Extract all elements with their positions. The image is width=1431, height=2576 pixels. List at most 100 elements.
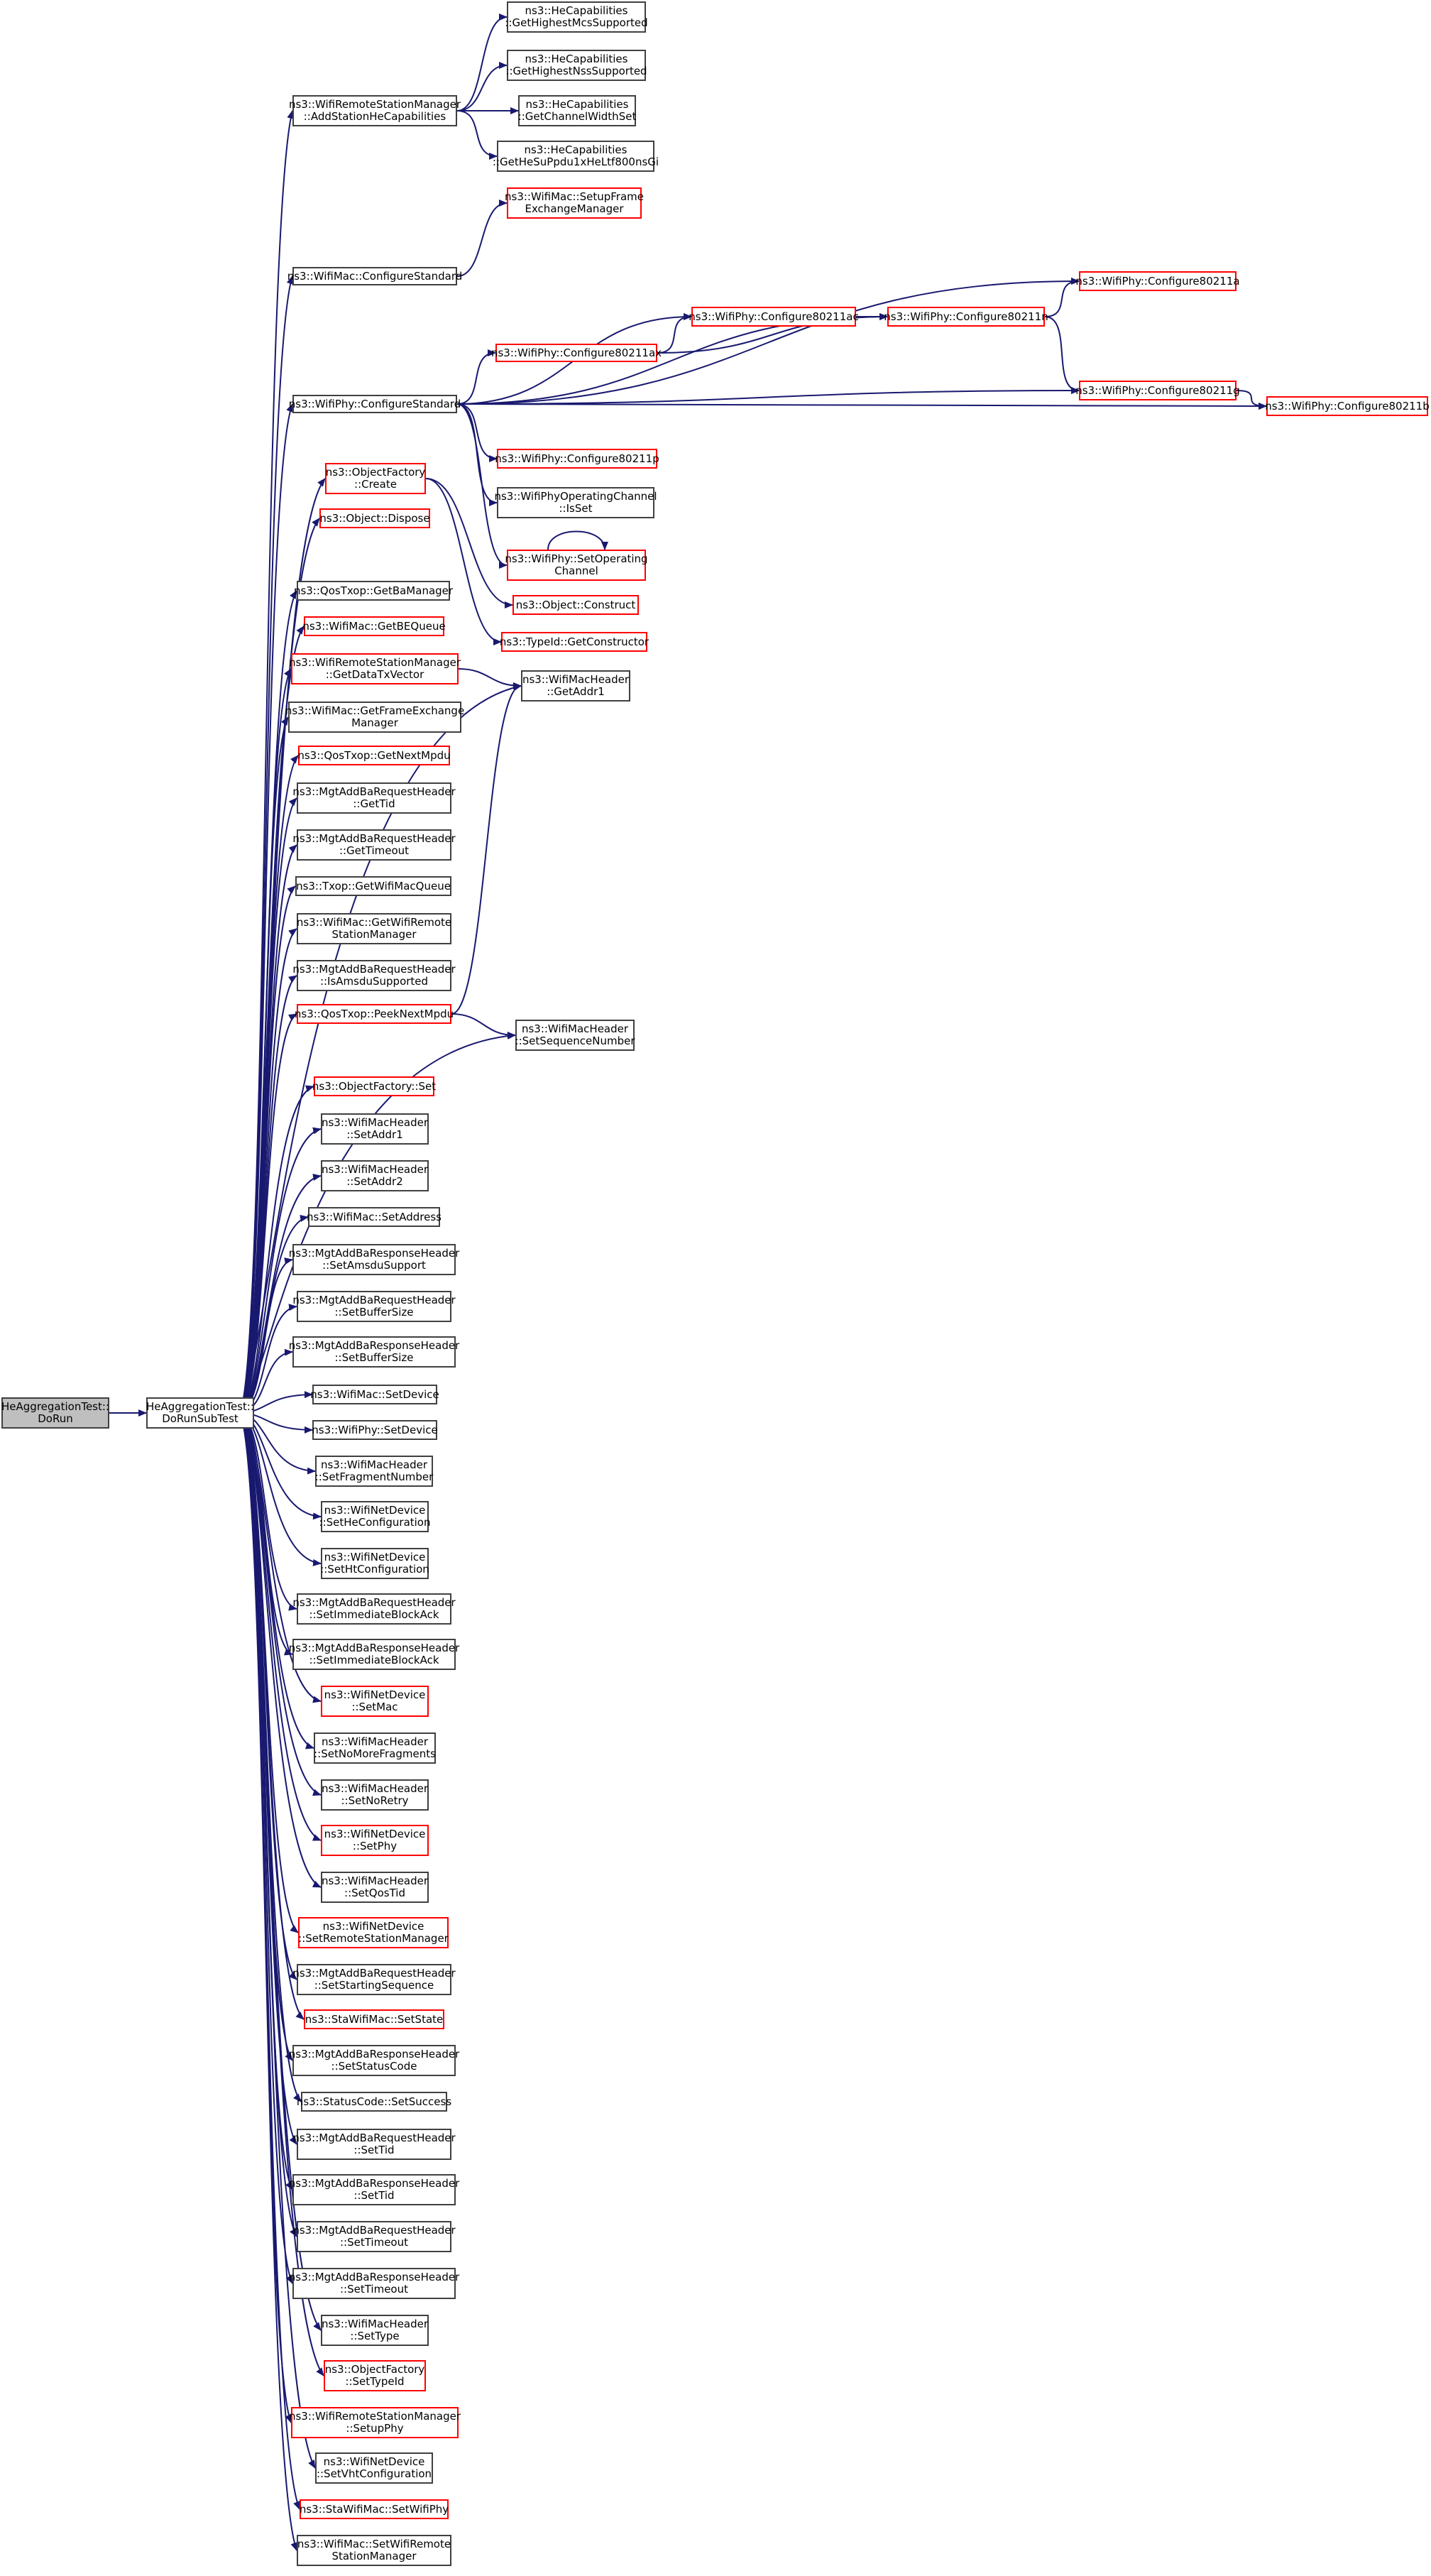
node-c11a[interactable]: ns3::WifiPhy::Configure80211a — [1075, 271, 1240, 291]
node-c11g[interactable]: ns3::WifiPhy::Configure80211g — [1075, 381, 1240, 400]
node-setamsdu[interactable]: ns3::MgtAddBaResponseHeader::SetAmsduSup… — [289, 1244, 459, 1275]
node-label-line: ns3::MgtAddBaResponseHeader — [288, 2177, 460, 2190]
node-label-line: ::SetType — [350, 2330, 400, 2342]
edge-dorun-to-ofset — [239, 1085, 314, 1414]
node-opisset[interactable]: ns3::WifiPhyOperatingChannel::IsSet — [494, 487, 657, 518]
node-gettimeout[interactable]: ns3::MgtAddBaRequestHeader::GetTimeout — [292, 829, 456, 861]
node-label-line: Manager — [351, 716, 398, 729]
node-getnext[interactable]: ns3::QosTxop::GetNextMpdu — [297, 746, 451, 765]
edge-ofcreate-to-getctor — [425, 478, 502, 645]
node-label-line: ::SetRemoteStationManager — [298, 1932, 449, 1945]
node-getaddr1[interactable]: ns3::WifiMacHeader::GetAddr1 — [521, 670, 630, 702]
node-setaddr2[interactable]: ns3::WifiMacHeader::SetAddr2 — [321, 1160, 429, 1191]
edge-maccfg-to-setupfem — [456, 200, 508, 277]
node-setaddress[interactable]: ns3::WifiMac::SetAddress — [307, 1207, 442, 1227]
node-label-line: ns3::WifiPhy::Configure80211n — [884, 310, 1048, 323]
node-settype[interactable]: ns3::WifiMacHeader::SetType — [321, 2315, 429, 2346]
node-label-line: ::SetStartingSequence — [314, 1979, 434, 1992]
node-label-line: ns3::WifiNetDevice — [324, 1551, 426, 1563]
node-dorun[interactable]: HeAggregationTest::DoRunSubTest — [146, 1397, 254, 1429]
node-setphy[interactable]: ns3::WifiNetDevice::SetPhy — [321, 1825, 429, 1856]
node-label-line: ns3::StaWifiMac::SetState — [305, 2012, 444, 2026]
node-setfrag[interactable]: ns3::WifiMacHeader::SetFragmentNumber — [315, 1456, 433, 1487]
node-maccfg[interactable]: ns3::WifiMac::ConfigureStandard — [287, 267, 462, 285]
node-label-line: ns3::MgtAddBaResponseHeader — [288, 2271, 460, 2283]
node-setstate[interactable]: ns3::StaWifiMac::SetState — [304, 2009, 444, 2029]
node-label-line: ns3::MgtAddBaRequestHeader — [292, 832, 456, 845]
node-c11ax[interactable]: ns3::WifiPhy::Configure80211ax — [491, 344, 662, 362]
node-label-line: StationManager — [331, 928, 417, 941]
node-label-line: ::SetPhy — [352, 1840, 398, 1852]
node-setrsm[interactable]: ns3::WifiNetDevice::SetRemoteStationMana… — [298, 1917, 449, 1948]
node-setbufreq[interactable]: ns3::MgtAddBaRequestHeader::SetBufferSiz… — [292, 1291, 456, 1322]
node-c11b[interactable]: ns3::WifiPhy::Configure80211b — [1265, 396, 1430, 416]
node-setnomore[interactable]: ns3::WifiMacHeader::SetNoMoreFragments — [314, 1732, 436, 1764]
edge-c11ax-to-c11ac — [657, 313, 692, 354]
node-label-line: ns3::WifiPhy::Configure80211ac — [689, 310, 859, 323]
node-settoresp[interactable]: ns3::MgtAddBaResponseHeader::SetTimeout — [289, 2268, 459, 2299]
node-hemcs[interactable]: ns3::HeCapabilities::GetHighestMcsSuppor… — [505, 1, 648, 33]
node-hechan[interactable]: ns3::HeCapabilities::GetChannelWidthSet — [518, 95, 636, 126]
node-getctor[interactable]: ns3::TypeId::GetConstructor — [500, 632, 649, 652]
node-physetdev[interactable]: ns3::WifiPhy::SetDevice — [312, 1420, 438, 1440]
node-setstartseq[interactable]: ns3::MgtAddBaRequestHeader::SetStartingS… — [292, 1964, 456, 1995]
node-label-line: ns3::ObjectFactory::Set — [312, 1079, 437, 1093]
node-setbufresp[interactable]: ns3::MgtAddBaResponseHeader::SetBufferSi… — [289, 1336, 459, 1368]
node-setwifiphy[interactable]: ns3::StaWifiMac::SetWifiPhy — [300, 2499, 449, 2519]
node-label-line: ::AddStationHeCapabilities — [303, 110, 446, 123]
node-setstatus[interactable]: ns3::MgtAddBaResponseHeader::SetStatusCo… — [289, 2045, 459, 2076]
node-getdtv[interactable]: ns3::WifiRemoteStationManager::GetDataTx… — [289, 653, 461, 684]
node-setaddr1[interactable]: ns3::WifiMacHeader::SetAddr1 — [321, 1113, 429, 1145]
node-settypeid[interactable]: ns3::ObjectFactory::SetTypeId — [324, 2360, 426, 2391]
node-setqos[interactable]: ns3::WifiMacHeader::SetQosTid — [321, 1872, 429, 1903]
edge-setopch-to-setopch — [547, 530, 608, 550]
edge-dorun-to-addhe — [239, 110, 295, 1414]
node-settidreq[interactable]: ns3::MgtAddBaRequestHeader::SetTid — [292, 2129, 456, 2160]
edge-peek-to-getaddr1 — [451, 682, 522, 1015]
node-oconstruct[interactable]: ns3::Object::Construct — [512, 595, 639, 615]
node-label-line: ::SetImmediateBlockAck — [309, 1608, 439, 1621]
node-sethecfg[interactable]: ns3::WifiNetDevice::SetHeConfiguration — [319, 1501, 431, 1532]
node-getbe[interactable]: ns3::WifiMac::GetBEQueue — [302, 616, 446, 636]
node-c11n[interactable]: ns3::WifiPhy::Configure80211n — [884, 307, 1048, 327]
node-macsetdev[interactable]: ns3::WifiMac::SetDevice — [310, 1385, 439, 1404]
node-c11ac[interactable]: ns3::WifiPhy::Configure80211ac — [689, 307, 859, 327]
node-getwmq[interactable]: ns3::Txop::GetWifiMacQueue — [295, 876, 451, 896]
node-settoreq[interactable]: ns3::MgtAddBaRequestHeader::SetTimeout — [292, 2221, 456, 2252]
node-setimmresp[interactable]: ns3::MgtAddBaResponseHeader::SetImmediat… — [289, 1639, 459, 1670]
node-setupphy[interactable]: ns3::WifiRemoteStationManager::SetupPhy — [289, 2407, 461, 2438]
edge-getdtv-to-getaddr1 — [458, 668, 522, 689]
node-label-line: ns3::MgtAddBaRequestHeader — [292, 1294, 456, 1306]
node-label-line: ns3::MgtAddBaResponseHeader — [288, 1247, 460, 1260]
node-ofset[interactable]: ns3::ObjectFactory::Set — [312, 1076, 437, 1096]
node-peek[interactable]: ns3::QosTxop::PeekNextMpdu — [295, 1004, 454, 1024]
node-setnoretry[interactable]: ns3::WifiMacHeader::SetNoRetry — [321, 1779, 429, 1811]
node-henss[interactable]: ns3::HeCapabilities::GetHighestNssSuppor… — [505, 50, 647, 81]
node-hesu[interactable]: ns3::HeCapabilities::GetHeSuPpdu1xHeLtf8… — [493, 141, 659, 172]
node-c11p[interactable]: ns3::WifiPhy::Configure80211p — [495, 449, 659, 469]
node-phycfg[interactable]: ns3::WifiPhy::ConfigureStandard — [289, 395, 461, 413]
node-setmac[interactable]: ns3::WifiNetDevice::SetMac — [321, 1686, 429, 1717]
node-setimmreq[interactable]: ns3::MgtAddBaRequestHeader::SetImmediate… — [292, 1593, 456, 1625]
node-getba[interactable]: ns3::QosTxop::GetBaManager — [294, 581, 453, 601]
node-setseq[interactable]: ns3::WifiMacHeader::SetSequenceNumber — [515, 1020, 635, 1051]
node-isamsdu[interactable]: ns3::MgtAddBaRequestHeader::IsAmsduSuppo… — [292, 960, 456, 991]
node-label-line: ::GetTimeout — [339, 844, 410, 857]
node-odispose[interactable]: ns3::Object::Dispose — [319, 508, 430, 528]
node-label-line: ::SetMac — [351, 1701, 398, 1713]
node-ofcreate[interactable]: ns3::ObjectFactory::Create — [325, 463, 426, 494]
node-gettid[interactable]: ns3::MgtAddBaRequestHeader::GetTid — [292, 782, 456, 814]
node-addhe[interactable]: ns3::WifiRemoteStationManager::AddStatio… — [289, 95, 461, 126]
node-settidresp[interactable]: ns3::MgtAddBaResponseHeader::SetTid — [289, 2174, 459, 2205]
node-setvht[interactable]: ns3::WifiNetDevice::SetVhtConfiguration — [315, 2452, 433, 2484]
node-label-line: ns3::MgtAddBaResponseHeader — [288, 2048, 460, 2061]
node-label-line: ns3::HeCapabilities — [524, 143, 627, 156]
node-setsuccess[interactable]: ns3::StatusCode::SetSuccess — [297, 2092, 451, 2112]
node-sethtcfg[interactable]: ns3::WifiNetDevice::SetHtConfiguration — [320, 1548, 429, 1579]
node-label-line: ::GetDataTxVector — [325, 668, 424, 681]
